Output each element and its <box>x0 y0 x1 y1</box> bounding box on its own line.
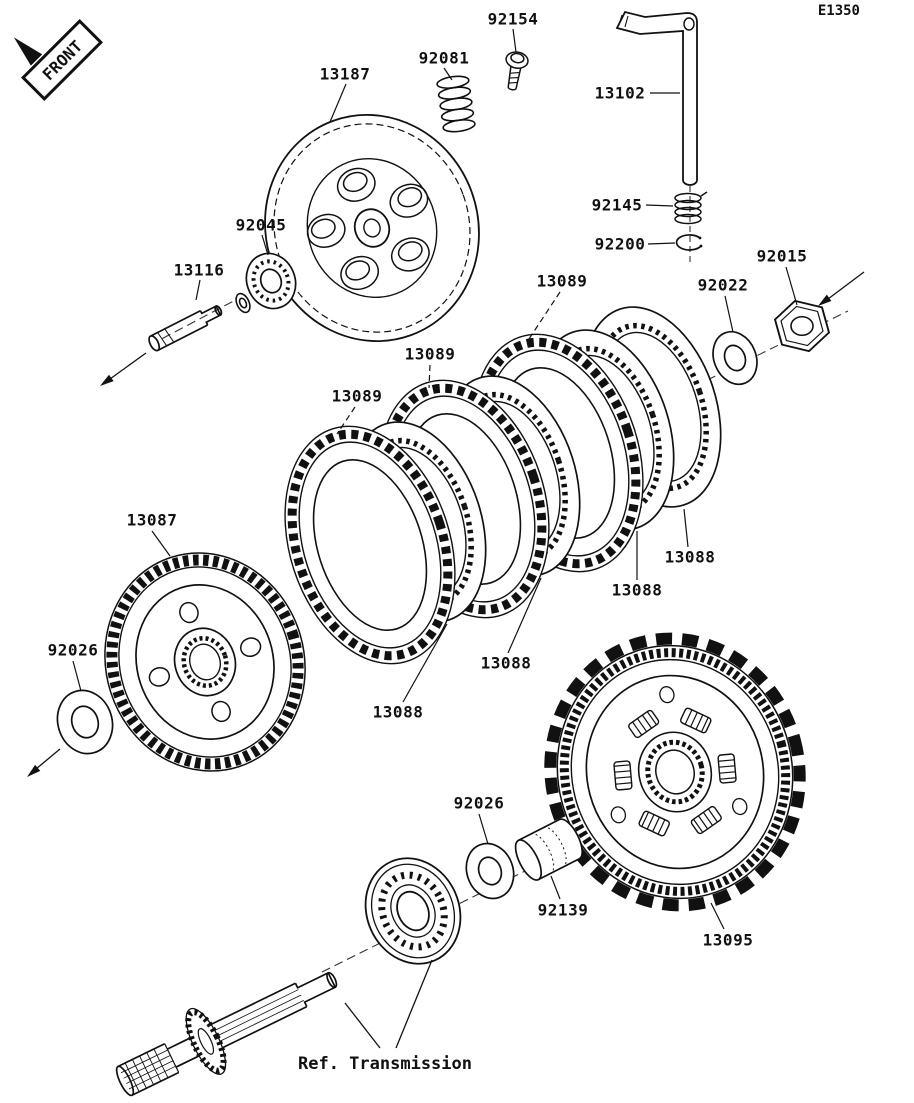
clutch-plate-stack <box>256 289 744 685</box>
part-label-13095: 13095 <box>702 930 754 950</box>
washer-92026-a-drawing <box>56 689 114 755</box>
ref-transmission-label: Ref. Transmission <box>298 1054 472 1074</box>
diagram-code: E1350 <box>817 3 860 19</box>
part-label-92015: 92015 <box>756 246 808 266</box>
part-label-13102: 13102 <box>594 83 646 103</box>
front-marker: FRONT <box>13 18 104 102</box>
leader-lines <box>72 28 798 930</box>
part-label-92022: 92022 <box>697 275 749 295</box>
circlip-drawing <box>675 234 703 251</box>
transmission-shaft-drawing <box>115 971 338 1097</box>
part-label-92145: 92145 <box>591 195 643 215</box>
direction-arrow-nut <box>818 271 865 306</box>
spacer-92139-drawing <box>514 818 584 881</box>
part-label-92045: 92045 <box>235 215 287 235</box>
release-spring-drawing <box>674 191 708 225</box>
front-arrow-icon <box>13 37 43 66</box>
part-label-13088-d: 13088 <box>372 702 424 722</box>
washer-92022-drawing <box>712 330 758 386</box>
clutch-hub-drawing <box>104 552 306 772</box>
part-label-13088-b: 13088 <box>611 580 663 600</box>
damper-springs <box>613 707 737 837</box>
part-label-13087: 13087 <box>126 510 178 530</box>
rod-13116-drawing <box>148 304 223 352</box>
pressure-plate-drawing <box>264 114 480 342</box>
release-shaft-drawing <box>615 10 698 186</box>
part-label-92026-b: 92026 <box>453 793 505 813</box>
part-label-13116: 13116 <box>173 260 225 280</box>
part-label-13089-b: 13089 <box>404 344 456 364</box>
bolt-drawing <box>505 51 529 91</box>
dashed-leader-lines <box>336 291 561 435</box>
transmission-bearing-drawing <box>364 857 462 965</box>
rod-washer-drawing <box>235 292 251 314</box>
part-label-92026-a: 92026 <box>47 640 99 660</box>
clutch-spring-drawing <box>436 75 476 133</box>
part-label-92154: 92154 <box>487 9 539 29</box>
part-label-92081: 92081 <box>418 48 470 68</box>
part-label-13089-a: 13089 <box>536 271 588 291</box>
ref-leader-lines <box>344 959 433 1049</box>
direction-arrow-rod <box>100 352 147 386</box>
part-label-13088-a: 13088 <box>664 547 716 567</box>
part-label-92200: 92200 <box>594 234 646 254</box>
part-label-13088-c: 13088 <box>480 653 532 673</box>
part-label-13187: 13187 <box>319 64 371 84</box>
clutch-housing-drawing <box>544 632 806 912</box>
direction-arrow-washer <box>27 748 61 777</box>
part-label-13089-c: 13089 <box>331 386 383 406</box>
hex-nut-drawing <box>773 299 831 353</box>
bearing-92045-drawing <box>245 252 297 310</box>
washer-92026-b-drawing <box>465 842 515 900</box>
part-label-92139: 92139 <box>537 900 589 920</box>
